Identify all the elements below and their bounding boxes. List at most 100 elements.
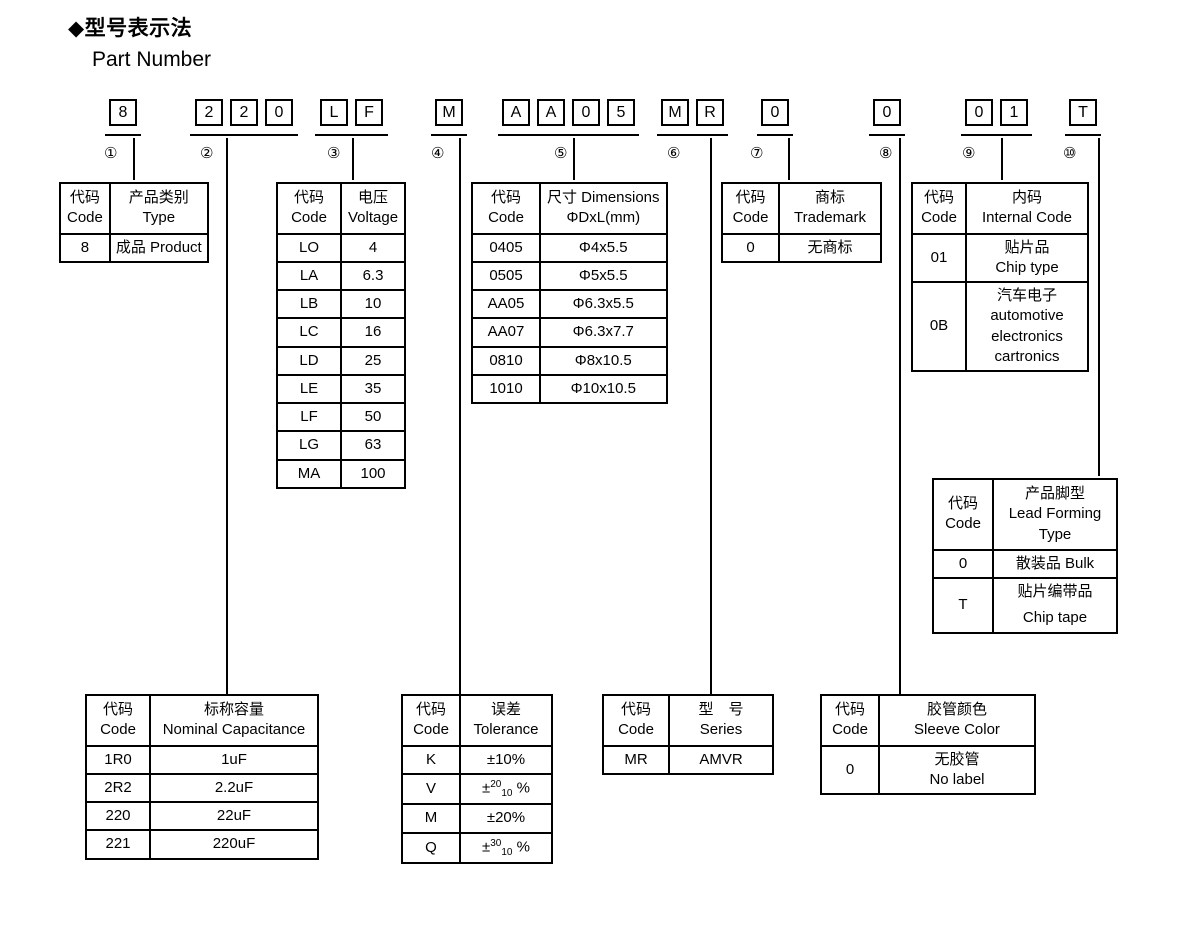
connector-line-8 xyxy=(899,138,901,696)
cell-value: ±20% xyxy=(459,803,553,834)
cell-value: 成品 Product xyxy=(108,232,209,263)
group-marker-10: ⑩ xyxy=(1063,145,1077,162)
cell-value: 散装品 Bulk xyxy=(992,548,1118,580)
group-marker-2: ② xyxy=(200,145,214,162)
code-char-9-2: 1 xyxy=(1000,99,1028,126)
cell-code: LG xyxy=(276,430,342,461)
cell-value: 汽车电子 automotive electronics cartronics xyxy=(965,281,1089,372)
cell-header-code: 代码 Code xyxy=(59,182,111,235)
cell-code: 221 xyxy=(85,829,151,860)
table-row: 代码 Code 产品脚型 Lead Forming Type xyxy=(932,478,1118,551)
cell-value: 无胶管 No label xyxy=(878,744,1036,795)
cell-header-series: 型 号 Series xyxy=(668,694,774,747)
cell-code: M xyxy=(401,803,461,834)
group-marker-8: ⑧ xyxy=(879,145,893,162)
connector-line-10 xyxy=(1098,138,1100,476)
code-char-2-1: 2 xyxy=(195,99,223,126)
cell-value: Φ8x10.5 xyxy=(539,345,668,376)
group-marker-5: ⑤ xyxy=(554,145,568,162)
table-row: 0 无商标 xyxy=(721,232,882,263)
cell-code: 0505 xyxy=(471,260,541,292)
cell-value: 22uF xyxy=(149,800,319,832)
cell-value: Φ6.3x5.5 xyxy=(539,288,668,320)
cell-header-code: 代码 Code xyxy=(85,694,151,747)
cell-code: LO xyxy=(276,232,342,263)
connector-line-2 xyxy=(226,138,228,696)
group-underline-4 xyxy=(431,134,467,136)
connector-line-9 xyxy=(1001,138,1003,180)
cell-code: 0 xyxy=(721,232,780,263)
cell-code: MR xyxy=(602,744,670,775)
cell-header-type: 产品类别 Type xyxy=(108,182,209,235)
connector-line-1 xyxy=(133,138,135,180)
table-row: K ±10% xyxy=(401,744,553,775)
cell-value: Φ10x10.5 xyxy=(539,373,668,405)
code-char-5-3: 0 xyxy=(572,99,600,126)
cell-code: 0 xyxy=(932,548,994,580)
table-row: 代码 Code 型 号 Series xyxy=(602,694,774,747)
cell-code: LE xyxy=(276,373,342,405)
cell-value: ±3010 % xyxy=(459,831,553,864)
cell-value: 2.2uF xyxy=(149,772,319,804)
cell-value: 4 xyxy=(339,232,407,263)
table-row: 代码 Code 标称容量 Nominal Capacitance xyxy=(85,694,319,747)
group-marker-6: ⑥ xyxy=(667,145,681,162)
cell-header-internal-code: 内码 Internal Code xyxy=(965,182,1089,235)
cell-header-code: 代码 Code xyxy=(471,182,541,235)
cell-value: 25 xyxy=(339,345,407,376)
table-row: M ±20% xyxy=(401,803,553,834)
table-row: 代码 Code 商标 Trademark xyxy=(721,182,882,235)
table-sleeve-color: 代码 Code 胶管颜色 Sleeve Color 0 无胶管 No label xyxy=(820,694,1036,795)
cell-header-lead-forming: 产品脚型 Lead Forming Type xyxy=(992,478,1118,551)
code-char-6-1: M xyxy=(661,99,689,126)
cell-value: 1uF xyxy=(149,744,319,775)
table-row: MR AMVR xyxy=(602,744,774,775)
cell-header-code: 代码 Code xyxy=(721,182,780,235)
table-row: V ±2010 % xyxy=(401,772,553,806)
group-marker-3: ③ xyxy=(327,145,341,162)
cell-code: LF xyxy=(276,401,342,433)
cell-code: 0810 xyxy=(471,345,541,376)
cell-code: 220 xyxy=(85,800,151,832)
tolerance-sub: 10 xyxy=(501,787,513,799)
code-char-9-1: 0 xyxy=(965,99,993,126)
cell-code: LC xyxy=(276,317,342,348)
group-underline-1 xyxy=(105,134,141,136)
group-underline-10 xyxy=(1065,134,1101,136)
cell-value: 贴片编带品 Chip tape xyxy=(992,577,1118,634)
cell-value: 无商标 xyxy=(778,232,882,263)
cell-header-sleeve-color: 胶管颜色 Sleeve Color xyxy=(878,694,1036,747)
code-char-6-2: R xyxy=(696,99,724,126)
code-char-2-2: 2 xyxy=(230,99,258,126)
cell-code: 0B xyxy=(911,281,967,372)
table-type: 代码 Code 产品类别 Type 8 成品 Product xyxy=(59,182,209,263)
code-char-10-1: T xyxy=(1069,99,1097,126)
connector-line-5 xyxy=(573,138,575,180)
cell-value: AMVR xyxy=(668,744,774,775)
cell-header-code: 代码 Code xyxy=(401,694,461,747)
cell-value: Φ6.3x7.7 xyxy=(539,317,668,348)
table-tolerance: 代码 Code 误差 Tolerance K ±10% V ±2010 % M … xyxy=(401,694,553,864)
cell-value: Φ5x5.5 xyxy=(539,260,668,292)
table-row: 0B 汽车电子 automotive electronics cartronic… xyxy=(911,281,1089,372)
cell-value: Φ4x5.5 xyxy=(539,232,668,263)
cell-code: LD xyxy=(276,345,342,376)
code-char-7-1: 0 xyxy=(761,99,789,126)
cell-value: 63 xyxy=(339,430,407,461)
table-internal-code: 代码 Code 内码 Internal Code 01 贴片品 Chip typ… xyxy=(911,182,1089,372)
group-underline-8 xyxy=(869,134,905,136)
cell-code: 2R2 xyxy=(85,772,151,804)
table-row: 代码 Code 胶管颜色 Sleeve Color xyxy=(820,694,1036,747)
cell-value: 贴片品 Chip type xyxy=(965,232,1089,283)
